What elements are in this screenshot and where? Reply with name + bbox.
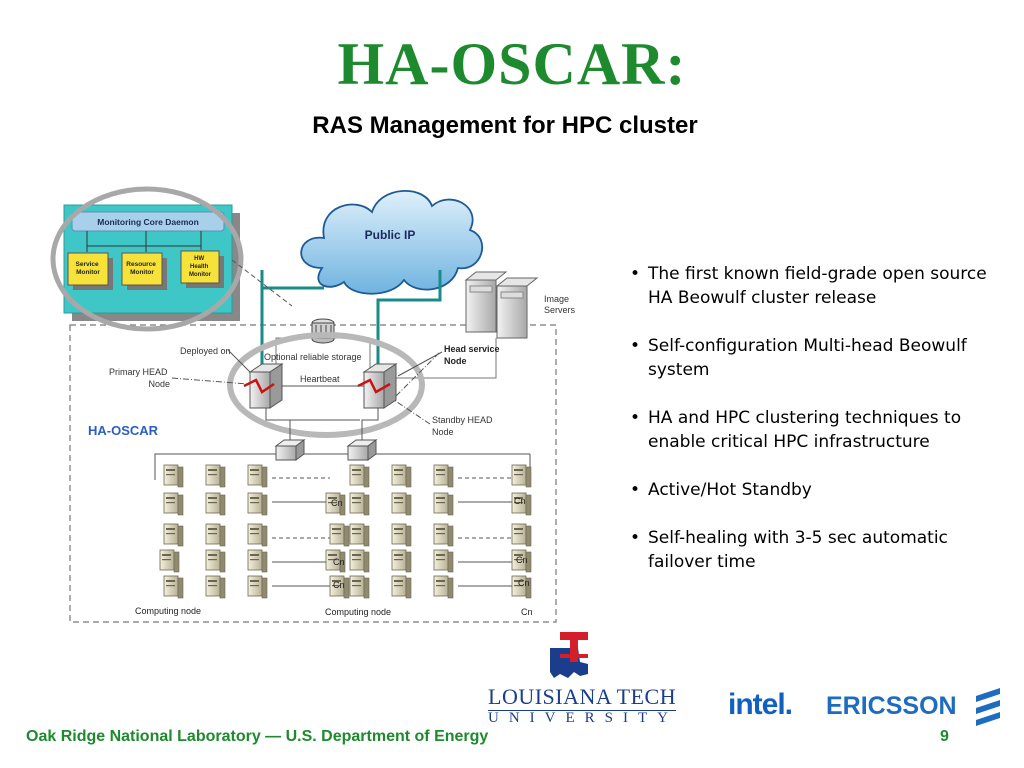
computing-nodes-middle bbox=[325, 464, 454, 599]
bullet-dot-icon: • bbox=[630, 480, 641, 500]
computing-node-label: Computing node bbox=[325, 607, 391, 617]
louisiana-tech-logo: LOUISIANA TECH UNIVERSITY bbox=[488, 628, 688, 728]
primary-head-server bbox=[243, 363, 284, 409]
bullet-text: HA and HPC clustering techniques to enab… bbox=[648, 408, 962, 452]
cn-label: Cn bbox=[333, 557, 345, 567]
cn-label: Cn bbox=[333, 580, 345, 590]
image-servers-label: Image Servers bbox=[544, 294, 576, 315]
bullet-text: Self-configuration Multi-head Beowulf sy… bbox=[648, 336, 967, 380]
monitoring-core-daemon-label: Monitoring Core Daemon bbox=[97, 217, 199, 227]
louisiana-tech-mark-icon bbox=[550, 632, 588, 678]
cn-label: Cn bbox=[514, 496, 526, 506]
bullet-item: • Active/Hot Standby bbox=[628, 478, 1008, 502]
primary-head-node-label: Primary HEAD Node bbox=[109, 367, 170, 389]
public-ip-cloud: Public IP bbox=[300, 190, 484, 295]
network-switch-right bbox=[346, 439, 378, 461]
intel-logo: intel. bbox=[728, 688, 793, 721]
bullet-item: • Self-healing with 3-5 sec automatic fai… bbox=[628, 526, 1008, 574]
bullet-dot-icon: • bbox=[630, 408, 641, 428]
monitoring-highlight-oval bbox=[50, 186, 244, 332]
public-ip-label: Public IP bbox=[365, 228, 416, 242]
bullet-text: Self-healing with 3-5 sec automatic fail… bbox=[648, 528, 948, 572]
slide-subtitle: RAS Management for HPC cluster bbox=[312, 112, 698, 139]
bullet-text: The first known field-grade open source … bbox=[648, 264, 987, 308]
computing-nodes-left bbox=[159, 464, 268, 599]
hw-health-monitor-label: HW Health Monitor bbox=[189, 256, 212, 278]
ha-oscar-architecture-diagram: Monitoring Core Daemon Service Monitor R… bbox=[50, 186, 576, 623]
bullet-item: • Self-configuration Multi-head Beowulf s… bbox=[628, 334, 1008, 382]
head-service-node-label: Head service Node bbox=[444, 344, 502, 366]
bullet-item: • HA and HPC clustering techniques to ena… bbox=[628, 406, 1008, 454]
slide-title: HA-OSCAR: bbox=[337, 31, 687, 97]
footer-organization: Oak Ridge National Laboratory — U.S. Dep… bbox=[26, 728, 489, 745]
deployed-on-label: Deployed on bbox=[180, 346, 231, 356]
bullet-text: Active/Hot Standby bbox=[648, 480, 812, 500]
louisiana-tech-university: UNIVERSITY bbox=[488, 710, 678, 726]
bullet-dot-icon: • bbox=[630, 528, 641, 548]
ericsson-mark-icon bbox=[976, 688, 1000, 726]
monitoring-core-daemon-panel: Monitoring Core Daemon Service Monitor R… bbox=[63, 204, 240, 321]
optional-storage-label: Optional reliable storage bbox=[264, 352, 362, 362]
ha-oscar-label: HA-OSCAR bbox=[88, 423, 159, 438]
cn-label: Cn bbox=[516, 555, 528, 565]
louisiana-tech-name: LOUISIANA TECH bbox=[488, 684, 677, 709]
bullet-dot-icon: • bbox=[630, 264, 641, 284]
resource-monitor-label: Resource Monitor bbox=[126, 261, 157, 276]
cn-label: Cn bbox=[518, 578, 530, 588]
image-servers: Image Servers bbox=[464, 271, 576, 339]
head-nodes-highlight-oval bbox=[227, 332, 425, 438]
storage-icon bbox=[311, 318, 335, 344]
latech-divider bbox=[488, 710, 676, 711]
bullet-item: • The first known field-grade open source… bbox=[628, 262, 1008, 310]
page-number: 9 bbox=[940, 728, 949, 745]
cn-label: Cn bbox=[521, 607, 533, 617]
computing-node-label: Computing node bbox=[135, 606, 201, 616]
bullet-dot-icon: • bbox=[630, 336, 641, 356]
feature-bullet-list: • The first known field-grade open source… bbox=[628, 262, 1008, 598]
network-switch-left bbox=[274, 439, 306, 461]
standby-head-node-label: Standby HEAD Node bbox=[432, 415, 495, 437]
service-monitor-label: Service Monitor bbox=[76, 261, 101, 276]
cn-label: Cn bbox=[331, 498, 343, 508]
ericsson-logo: ERICSSON bbox=[826, 692, 957, 720]
standby-head-server bbox=[357, 363, 398, 409]
heartbeat-label: Heartbeat bbox=[300, 374, 340, 384]
